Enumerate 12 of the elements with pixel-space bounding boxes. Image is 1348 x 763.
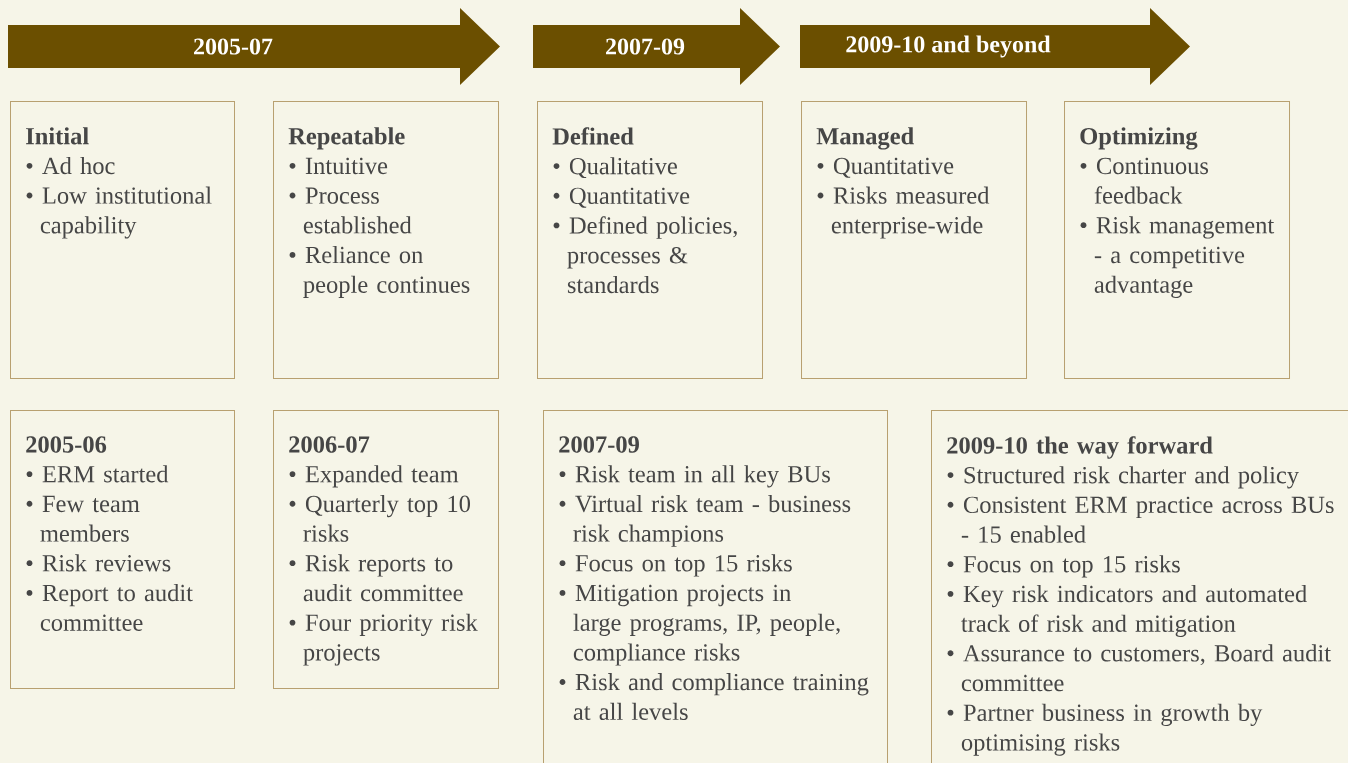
stage-box: 2005-06 • ERM started • Few team members • Risk reviews • Report to audit committee [10,410,235,689]
arrow-banner: 2007-09 [533,8,780,85]
stage-box: Defined • Qualitative • Quantitative • Defined policies, processes & standards [537,101,763,379]
arrow-banner: 2005-07 [8,8,500,85]
stage-box: Optimizing • Continuous feedback • Risk management - a competitive advantage [1064,101,1290,379]
arrow-banner: 2009-10 and beyond [800,8,1190,85]
stage-box: Initial • Ad hoc • Low institutional capability [10,101,235,379]
stage-box: 2007-09 • Risk team in all key BUs • Virtual risk team - business risk champions • Focus on top 15 risks • Mitigation projects in large programs, IP, people, compliance risks • Risk and compliance training at all levels [543,410,888,763]
stage-box: Repeatable • Intuitive • Process established • Reliance on people continues [273,101,499,379]
stage-box: 2009-10 the way forward • Structured risk charter and policy • Consistent ERM practice across BUs - 15 enabled • Focus on top 15 risks • Key risk indicators and automated track of risk and mitigation • Assurance to customers, Board audit committee • Partner business in growth by optimising risks [931,410,1348,763]
stage-box: Managed • Quantitative • Risks measured enterprise-wide [801,101,1027,379]
stage-box: 2006-07 • Expanded team • Quarterly top 10 risks • Risk reports to audit committee • Four priority risk projects [273,410,499,689]
